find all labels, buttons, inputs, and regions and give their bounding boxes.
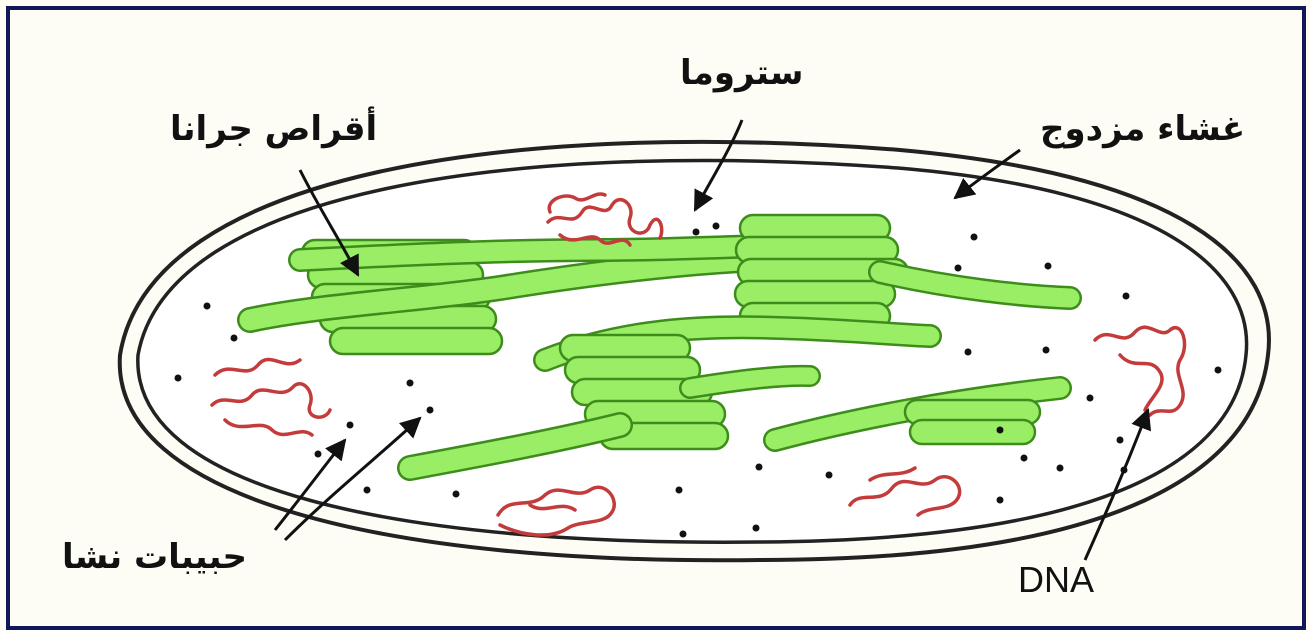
stroma-label: ستروما <box>680 56 803 90</box>
dna-label: DNA <box>1018 562 1094 598</box>
double-membrane <box>120 142 1269 560</box>
double-membrane-label: غشاء مزدوج <box>1040 112 1245 146</box>
grana-label: أقراص جرانا <box>170 112 377 146</box>
starch-grains-label: حبيبات نشا <box>62 540 247 574</box>
